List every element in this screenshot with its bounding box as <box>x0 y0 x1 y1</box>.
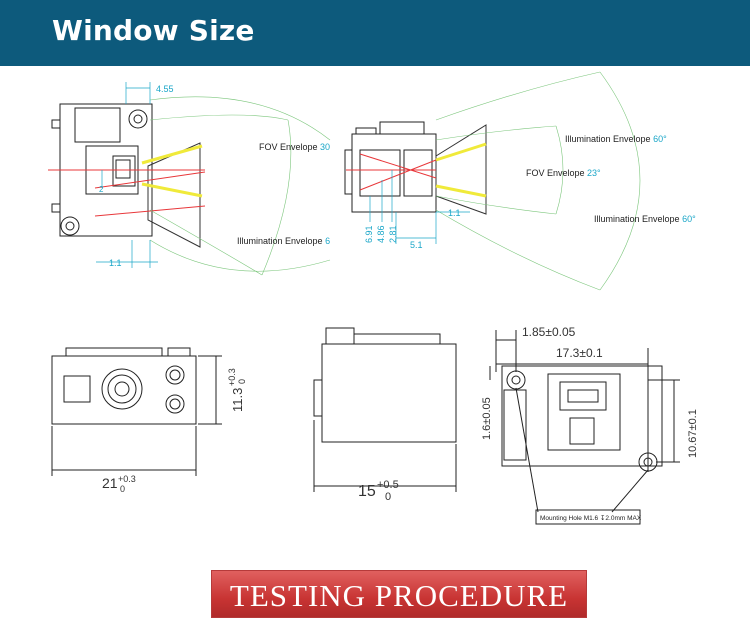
illum-envelope-left-label: Illumination Envelope 6 <box>237 236 330 246</box>
bottom-right-view <box>489 330 680 525</box>
top-right-view <box>344 71 641 291</box>
module-outline-plan <box>501 365 663 467</box>
dim-1-6: 1.6±0.05 <box>481 397 493 440</box>
dim-15: 15 <box>358 483 376 500</box>
technical-drawing: 4.55 2 1.1 1.1 5.1 6.91 4.86 2.81 FOV En… <box>48 71 699 525</box>
lens <box>101 368 143 410</box>
dim-21-tol-minus: 0 <box>120 484 125 494</box>
led-bottom <box>165 394 185 414</box>
dim-4-86: 4.86 <box>376 225 386 243</box>
dim-5-1: 5.1 <box>410 240 423 250</box>
module-outline-top <box>351 133 437 213</box>
top-left-view <box>48 82 331 276</box>
dim-1-1-right: 1.1 <box>448 208 461 218</box>
illum-envelope-top-label: Illumination Envelope 60° <box>565 134 667 144</box>
fov-envelope-right-label: FOV Envelope 23° <box>526 168 601 178</box>
dim-1-85: 1.85±0.05 <box>522 325 576 339</box>
dim-2-81: 2.81 <box>388 225 398 243</box>
page-title: Window Size <box>52 14 255 47</box>
sensor-window <box>63 375 91 403</box>
dim-11-3: 11.3 <box>230 388 245 412</box>
dim-2: 2 <box>99 185 104 194</box>
dim-11-3-tol-plus: +0.3 <box>227 368 237 386</box>
dim-1-1-left: 1.1 <box>109 258 122 268</box>
testing-procedure-banner: TESTING PROCEDURE <box>212 571 586 617</box>
mounting-hole-note: Mounting Hole M1.6 ↧2.0mm MAX <box>540 514 642 522</box>
dim-15-tol-minus: 0 <box>385 491 391 503</box>
fov-envelope-left-label: FOV Envelope 30 <box>259 142 330 152</box>
bottom-middle-view <box>313 327 457 492</box>
dim-6-91: 6.91 <box>364 225 374 243</box>
mount-hole-top <box>128 109 148 129</box>
dim-10-67: 10.67±0.1 <box>687 409 699 458</box>
dim-15-tol-plus: +0.5 <box>377 479 399 491</box>
mounting-note-box <box>535 509 641 525</box>
dim-17-3: 17.3±0.1 <box>556 346 603 360</box>
banner-text: TESTING PROCEDURE <box>229 578 569 613</box>
bottom-left-view <box>51 347 222 476</box>
module-outline-side <box>321 343 457 443</box>
dim-4-55: 4.55 <box>156 84 174 94</box>
header-bar: Window Size <box>0 0 750 66</box>
dim-11-3-tol-minus: 0 <box>237 379 247 384</box>
mount-hole-1 <box>506 370 526 390</box>
mount-hole-bottom <box>60 216 80 236</box>
led-top <box>165 365 185 385</box>
illum-envelope-bottom-label: Illumination Envelope 60° <box>594 214 696 224</box>
dim-21: 21 <box>102 475 118 491</box>
dim-21-tol-plus: +0.3 <box>118 474 136 484</box>
